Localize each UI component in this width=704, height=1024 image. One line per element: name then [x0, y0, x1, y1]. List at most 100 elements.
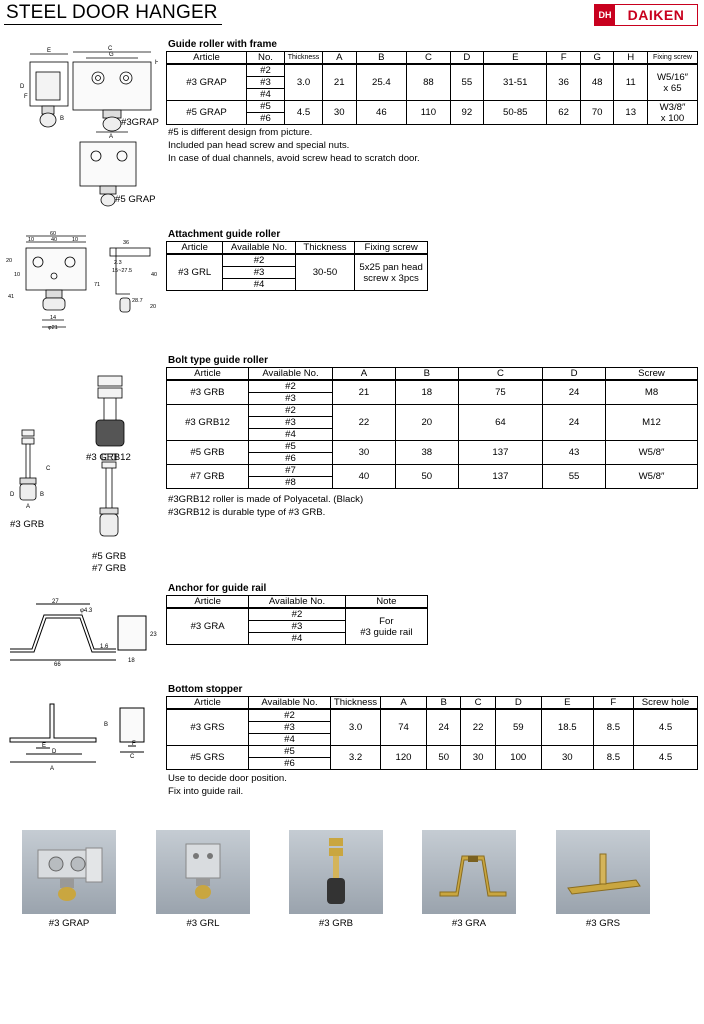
gra-table: Article Available No. Note #3 GRA #2 For…	[165, 595, 429, 645]
table-row: #3 GRB #2 21 18 75 24 M8	[166, 379, 698, 405]
gra-no: #3	[248, 620, 346, 633]
grap-header-g: G	[579, 51, 615, 65]
grb-no: #7	[248, 464, 333, 477]
grb-header-available-no: Available No.	[248, 367, 333, 381]
grs-d: 59	[494, 708, 542, 746]
grl-no: #3	[222, 266, 296, 279]
svg-text:2.3: 2.3	[114, 260, 122, 266]
grb-no: #6	[248, 452, 333, 465]
grb5-drawing-label: #5 GRB	[92, 551, 127, 562]
grs-header-screw-hole: Screw hole	[633, 696, 698, 710]
grap-c: 88	[406, 63, 451, 101]
grb-notes: #3GRB12 roller is made of Polyacetal. (B…	[168, 494, 363, 520]
grs-header-c: C	[460, 696, 496, 710]
grap-product-photo	[22, 830, 116, 914]
grb-no: #3	[248, 392, 333, 405]
note-line: Fix into guide rail.	[168, 785, 244, 797]
grb-no: #4	[248, 428, 333, 441]
grap-screw-line1: W3/8″	[659, 101, 686, 113]
svg-text:A: A	[26, 504, 30, 510]
svg-text:F: F	[24, 94, 28, 100]
grap-no: #4	[246, 88, 285, 101]
svg-text:E: E	[47, 48, 51, 54]
grs-no: #6	[248, 757, 331, 770]
grl-section-title: Attachment guide roller	[168, 229, 281, 240]
grs-f: 8.5	[592, 745, 635, 770]
grb-article: #3 GRB12	[166, 404, 249, 441]
grb-header-b: B	[394, 367, 459, 381]
note-line: #5 is different design from picture.	[168, 127, 313, 138]
grap-no: #3	[246, 76, 285, 89]
grb-no: #2	[248, 379, 333, 393]
grap-thickness: 4.5	[284, 100, 323, 125]
grs-no: #3	[248, 721, 331, 734]
grb-a: 40	[332, 464, 396, 489]
grap-header-d: D	[449, 51, 485, 65]
grl-table: Article Available No. Thickness Fixing s…	[165, 241, 428, 291]
svg-text:H: H	[155, 60, 158, 66]
grb-c: 75	[457, 379, 544, 405]
grap-notes: #5 is different design from picture. Inc…	[168, 127, 420, 165]
table-row: #5 GRB #5 30 38 137 43 W5/8″	[166, 440, 698, 465]
grl-screw-line1: 5x25 pan head	[359, 261, 423, 273]
grb-screw: W5/8″	[605, 464, 698, 489]
svg-text:φ4.3: φ4.3	[80, 608, 93, 614]
grb-header-article: Article	[166, 367, 249, 381]
gra-article: #3 GRA	[165, 607, 250, 645]
grap-article: #3 GRAP	[166, 63, 247, 101]
grap-header-no: No.	[246, 51, 285, 65]
svg-text:E: E	[42, 743, 46, 749]
photo-caption-grap: #3 GRAP	[48, 918, 90, 929]
grb-header-d: D	[542, 367, 606, 381]
svg-text:14: 14	[50, 315, 56, 321]
grs-screw-hole: 4.5	[633, 745, 698, 770]
table-row: #4	[167, 632, 428, 645]
grap-h: 13	[613, 100, 648, 125]
grb12-drawing-label: #3 GRB12	[86, 452, 131, 463]
grl-header-article: Article	[165, 241, 224, 255]
grap-header-fixing-screw: Fixing screw	[647, 51, 698, 65]
svg-text:D: D	[10, 492, 15, 498]
grl-thickness: 30-50	[294, 253, 356, 291]
grb-article: #5 GRB	[166, 440, 249, 465]
grs-thickness: 3.2	[330, 745, 381, 770]
grb-a: 22	[332, 404, 396, 441]
svg-text:10: 10	[14, 272, 20, 278]
grs-notes: Use to decide door position. Fix into gu…	[168, 773, 287, 799]
grs-technical-drawing: BED AFC	[9, 703, 145, 772]
grs-e: 30	[540, 745, 594, 770]
grap-g: 48	[579, 63, 615, 101]
grap-header-b: B	[355, 51, 408, 65]
grap-header-article: Article	[166, 51, 247, 65]
svg-text:C: C	[46, 466, 51, 472]
table-row: #7 GRB #7 40 50 137 55 W5/8″	[166, 464, 698, 489]
grb-article: #3 GRB	[166, 379, 249, 405]
grb-product-photo	[289, 830, 383, 914]
grap-e: 31-51	[483, 63, 548, 101]
grb-b: 18	[394, 379, 459, 405]
grl-article: #3 GRL	[165, 253, 224, 291]
svg-text:C: C	[130, 754, 135, 760]
svg-text:D: D	[20, 84, 25, 90]
grs-no: #4	[248, 733, 331, 746]
svg-text:60: 60	[50, 231, 56, 237]
table-row: #4	[167, 278, 428, 291]
grap-fixing-screw: W5/16″x 65	[647, 63, 698, 101]
note-line: Use to decide door position.	[168, 773, 287, 784]
grb-section-title: Bolt type guide roller	[168, 355, 269, 366]
grl-product-photo	[156, 830, 250, 914]
grb-screw: M8	[605, 379, 698, 405]
grl-screw-line2: screw x 3pcs	[363, 272, 419, 284]
gra-note-line1: For	[379, 615, 394, 627]
grb-c: 137	[457, 464, 544, 489]
grl-header-fixing-screw: Fixing screw	[354, 241, 428, 255]
svg-text:23: 23	[150, 632, 157, 638]
svg-text:B: B	[40, 492, 44, 498]
logo-text: DAIKEN	[627, 7, 685, 23]
table-row: #5 GRAP #5 4.5 30 46 110 92 50-85 62 70 …	[166, 100, 698, 125]
grap-a: 21	[322, 63, 357, 101]
grs-section-title: Bottom stopper	[168, 684, 243, 695]
svg-text:F: F	[132, 741, 136, 747]
table-row: #3 GRS #2 3.0 74 24 22 59 18.5 8.5 4.5	[166, 708, 698, 746]
